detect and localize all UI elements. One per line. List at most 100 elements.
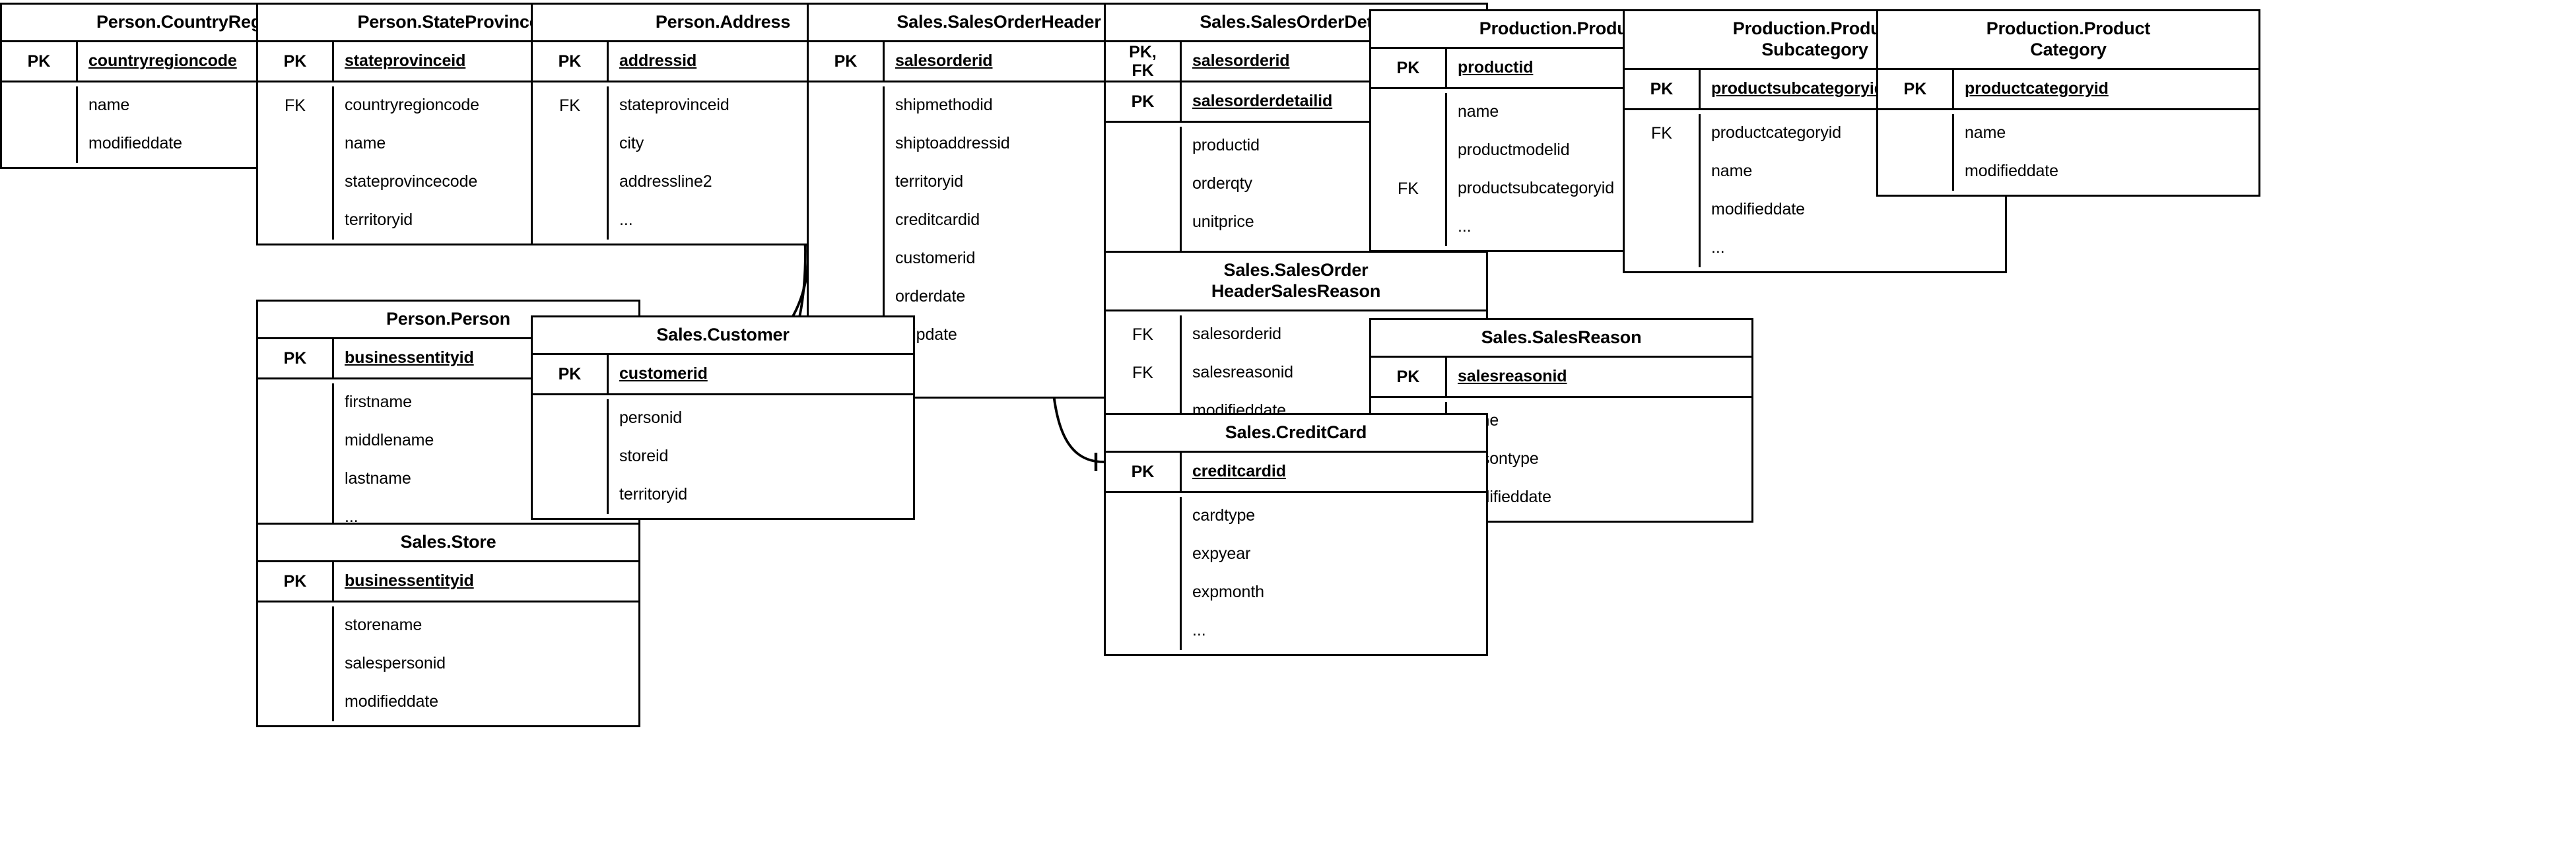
entity-title: Sales.CreditCard xyxy=(1106,415,1486,453)
attribute-key-label: FK xyxy=(285,96,306,115)
attribute-key-label xyxy=(258,383,332,422)
attribute-key-label xyxy=(258,422,332,460)
attribute-key-label xyxy=(1371,93,1445,131)
attribute-row[interactable]: personid xyxy=(533,399,913,438)
attribute-name: reasontype xyxy=(1445,439,1751,478)
attribute-row[interactable]: ... xyxy=(1106,611,1486,650)
attribute-name: modifieddate xyxy=(1445,478,1751,517)
attribute-row[interactable]: firstname xyxy=(258,383,638,422)
attribute-key-label: PK xyxy=(558,364,582,383)
attribute-row[interactable]: salespersonid xyxy=(258,644,638,683)
attribute-row[interactable]: name xyxy=(1371,92,1751,131)
attribute-row[interactable]: middlename xyxy=(258,421,638,460)
attribute-key-label xyxy=(809,125,883,163)
attribute-key-label xyxy=(2,86,76,125)
attribute-key-label xyxy=(1106,612,1180,650)
attribute-key-label xyxy=(809,86,883,125)
entity-title: Person.CountryRegion xyxy=(2,5,382,42)
attribute-name: salespersonid xyxy=(332,644,638,683)
attribute-row[interactable]: unitprice xyxy=(1106,203,1486,242)
attribute-row[interactable]: storename xyxy=(258,606,638,645)
attribute-name: salesorderid xyxy=(1180,315,1486,354)
attribute-name: expmonth xyxy=(1180,573,1486,612)
attribute-key-label xyxy=(1371,131,1445,170)
attribute-name: firstname xyxy=(332,383,638,422)
attribute-name: ... xyxy=(332,498,638,537)
attribute-name: territoryid xyxy=(332,201,638,240)
attribute-name: stateprovincecode xyxy=(332,162,638,201)
attribute-row[interactable]: storeid xyxy=(533,437,913,476)
attribute-key-label xyxy=(1625,229,1699,267)
attribute-row[interactable]: ... xyxy=(1371,207,1751,246)
attribute-row[interactable]: modifieddate xyxy=(1878,152,2258,191)
attribute-row[interactable]: ... xyxy=(258,498,638,537)
attribute-row[interactable]: modifieddate xyxy=(258,682,638,721)
attribute-row[interactable]: modifieddate xyxy=(2,124,382,163)
entity-title: Person.Address xyxy=(533,5,913,42)
attribute-name: name xyxy=(1445,401,1751,440)
attribute-key-label xyxy=(1106,497,1180,535)
attribute-row[interactable]: territoryid xyxy=(533,475,913,514)
attribute-key-label xyxy=(809,163,883,201)
attribute-key-label: PK xyxy=(27,51,51,71)
attribute-row[interactable]: modifieddate xyxy=(1625,190,2005,229)
attribute-row[interactable]: stateprovincecode xyxy=(258,162,638,201)
attribute-key-label: PK xyxy=(834,51,858,71)
attribute-name: ... xyxy=(1445,207,1751,246)
entity-title: Production.Product xyxy=(1371,11,1751,49)
attribute-key-label xyxy=(1371,208,1445,246)
attribute-row[interactable]: ... xyxy=(1625,228,2005,267)
attribute-row[interactable]: productmodelid xyxy=(1371,131,1751,170)
attribute-row[interactable]: lastname xyxy=(258,459,638,498)
attribute-row[interactable]: city xyxy=(533,124,913,163)
attribute-key-label xyxy=(258,645,332,683)
attribute-name: salesorderid xyxy=(1180,42,1486,81)
attribute-name: storeid xyxy=(607,437,913,476)
attribute-row[interactable]: cardtype xyxy=(1106,496,1486,535)
attribute-row[interactable]: name xyxy=(2,86,382,125)
attribute-name: expyear xyxy=(1180,535,1486,573)
attribute-key-label xyxy=(258,606,332,645)
attribute-row[interactable]: productid xyxy=(1106,126,1486,165)
attribute-key-label xyxy=(1878,152,1952,191)
attribute-row[interactable]: expmonth xyxy=(1106,573,1486,612)
attribute-name: modifieddate xyxy=(76,124,382,163)
attribute-key-label: PK xyxy=(1650,79,1674,98)
attribute-row[interactable]: orderqty xyxy=(1106,164,1486,203)
attribute-key-label xyxy=(809,278,883,316)
attribute-row[interactable]: name xyxy=(258,124,638,163)
attribute-row[interactable]: name xyxy=(1878,114,2258,152)
attribute-row[interactable]: ... xyxy=(533,201,913,240)
attribute-row[interactable]: expyear xyxy=(1106,535,1486,573)
attribute-row[interactable]: territoryid xyxy=(258,201,638,240)
attribute-key-label xyxy=(533,399,607,438)
attribute-row[interactable]: name xyxy=(1625,152,2005,191)
attribute-row[interactable]: addressline2 xyxy=(533,162,913,201)
attribute-key-label xyxy=(1106,203,1180,242)
attribute-key-label xyxy=(258,163,332,201)
attribute-key-label: FK xyxy=(1398,179,1419,198)
attribute-key-label xyxy=(258,125,332,163)
